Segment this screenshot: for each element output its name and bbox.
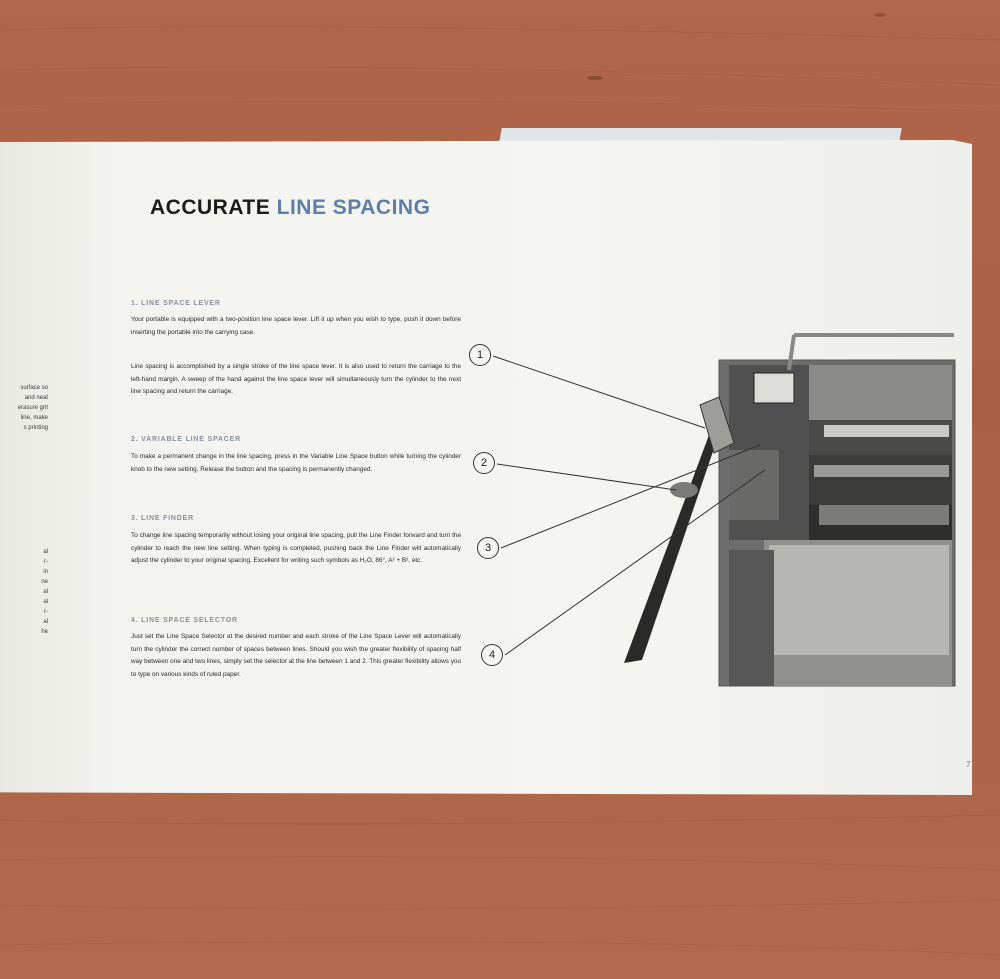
left-page-fragment-bottom: al r- in ne al al r- al he: [41, 549, 48, 635]
section-1-paragraph-1: Your portable is equipped with a two-pos…: [131, 316, 461, 336]
section-1-paragraph-2: Line spacing is accomplished by a single…: [131, 363, 461, 396]
page-title: ACCURATE LINE SPACING: [150, 196, 430, 220]
section-2-heading: 2. VARIABLE LINE SPACER: [131, 436, 241, 443]
section-4-paragraph: Just set the Line Space Selector at the …: [131, 633, 461, 678]
page-number: 7: [966, 760, 971, 769]
section-4-heading: 4. LINE SPACE SELECTOR: [131, 617, 238, 624]
section-3-paragraph: To change line spacing temporarily witho…: [131, 532, 461, 565]
callout-2: 2: [473, 452, 495, 474]
section-3-heading: 3. LINE FINDER: [131, 515, 194, 522]
section-2-paragraph: To make a permanent change in the line s…: [131, 453, 461, 473]
title-blue: LINE SPACING: [276, 196, 431, 219]
title-dark: ACCURATE: [150, 196, 271, 219]
section-1-heading: 1. LINE SPACE LEVER: [131, 300, 221, 307]
left-page-fragment-top: surface so and neat erasure grit line, m…: [17, 385, 48, 431]
callout-4: 4: [481, 644, 503, 666]
typewriter-photo: [624, 333, 956, 687]
callout-3: 3: [477, 537, 499, 559]
callout-1: 1: [469, 344, 491, 366]
